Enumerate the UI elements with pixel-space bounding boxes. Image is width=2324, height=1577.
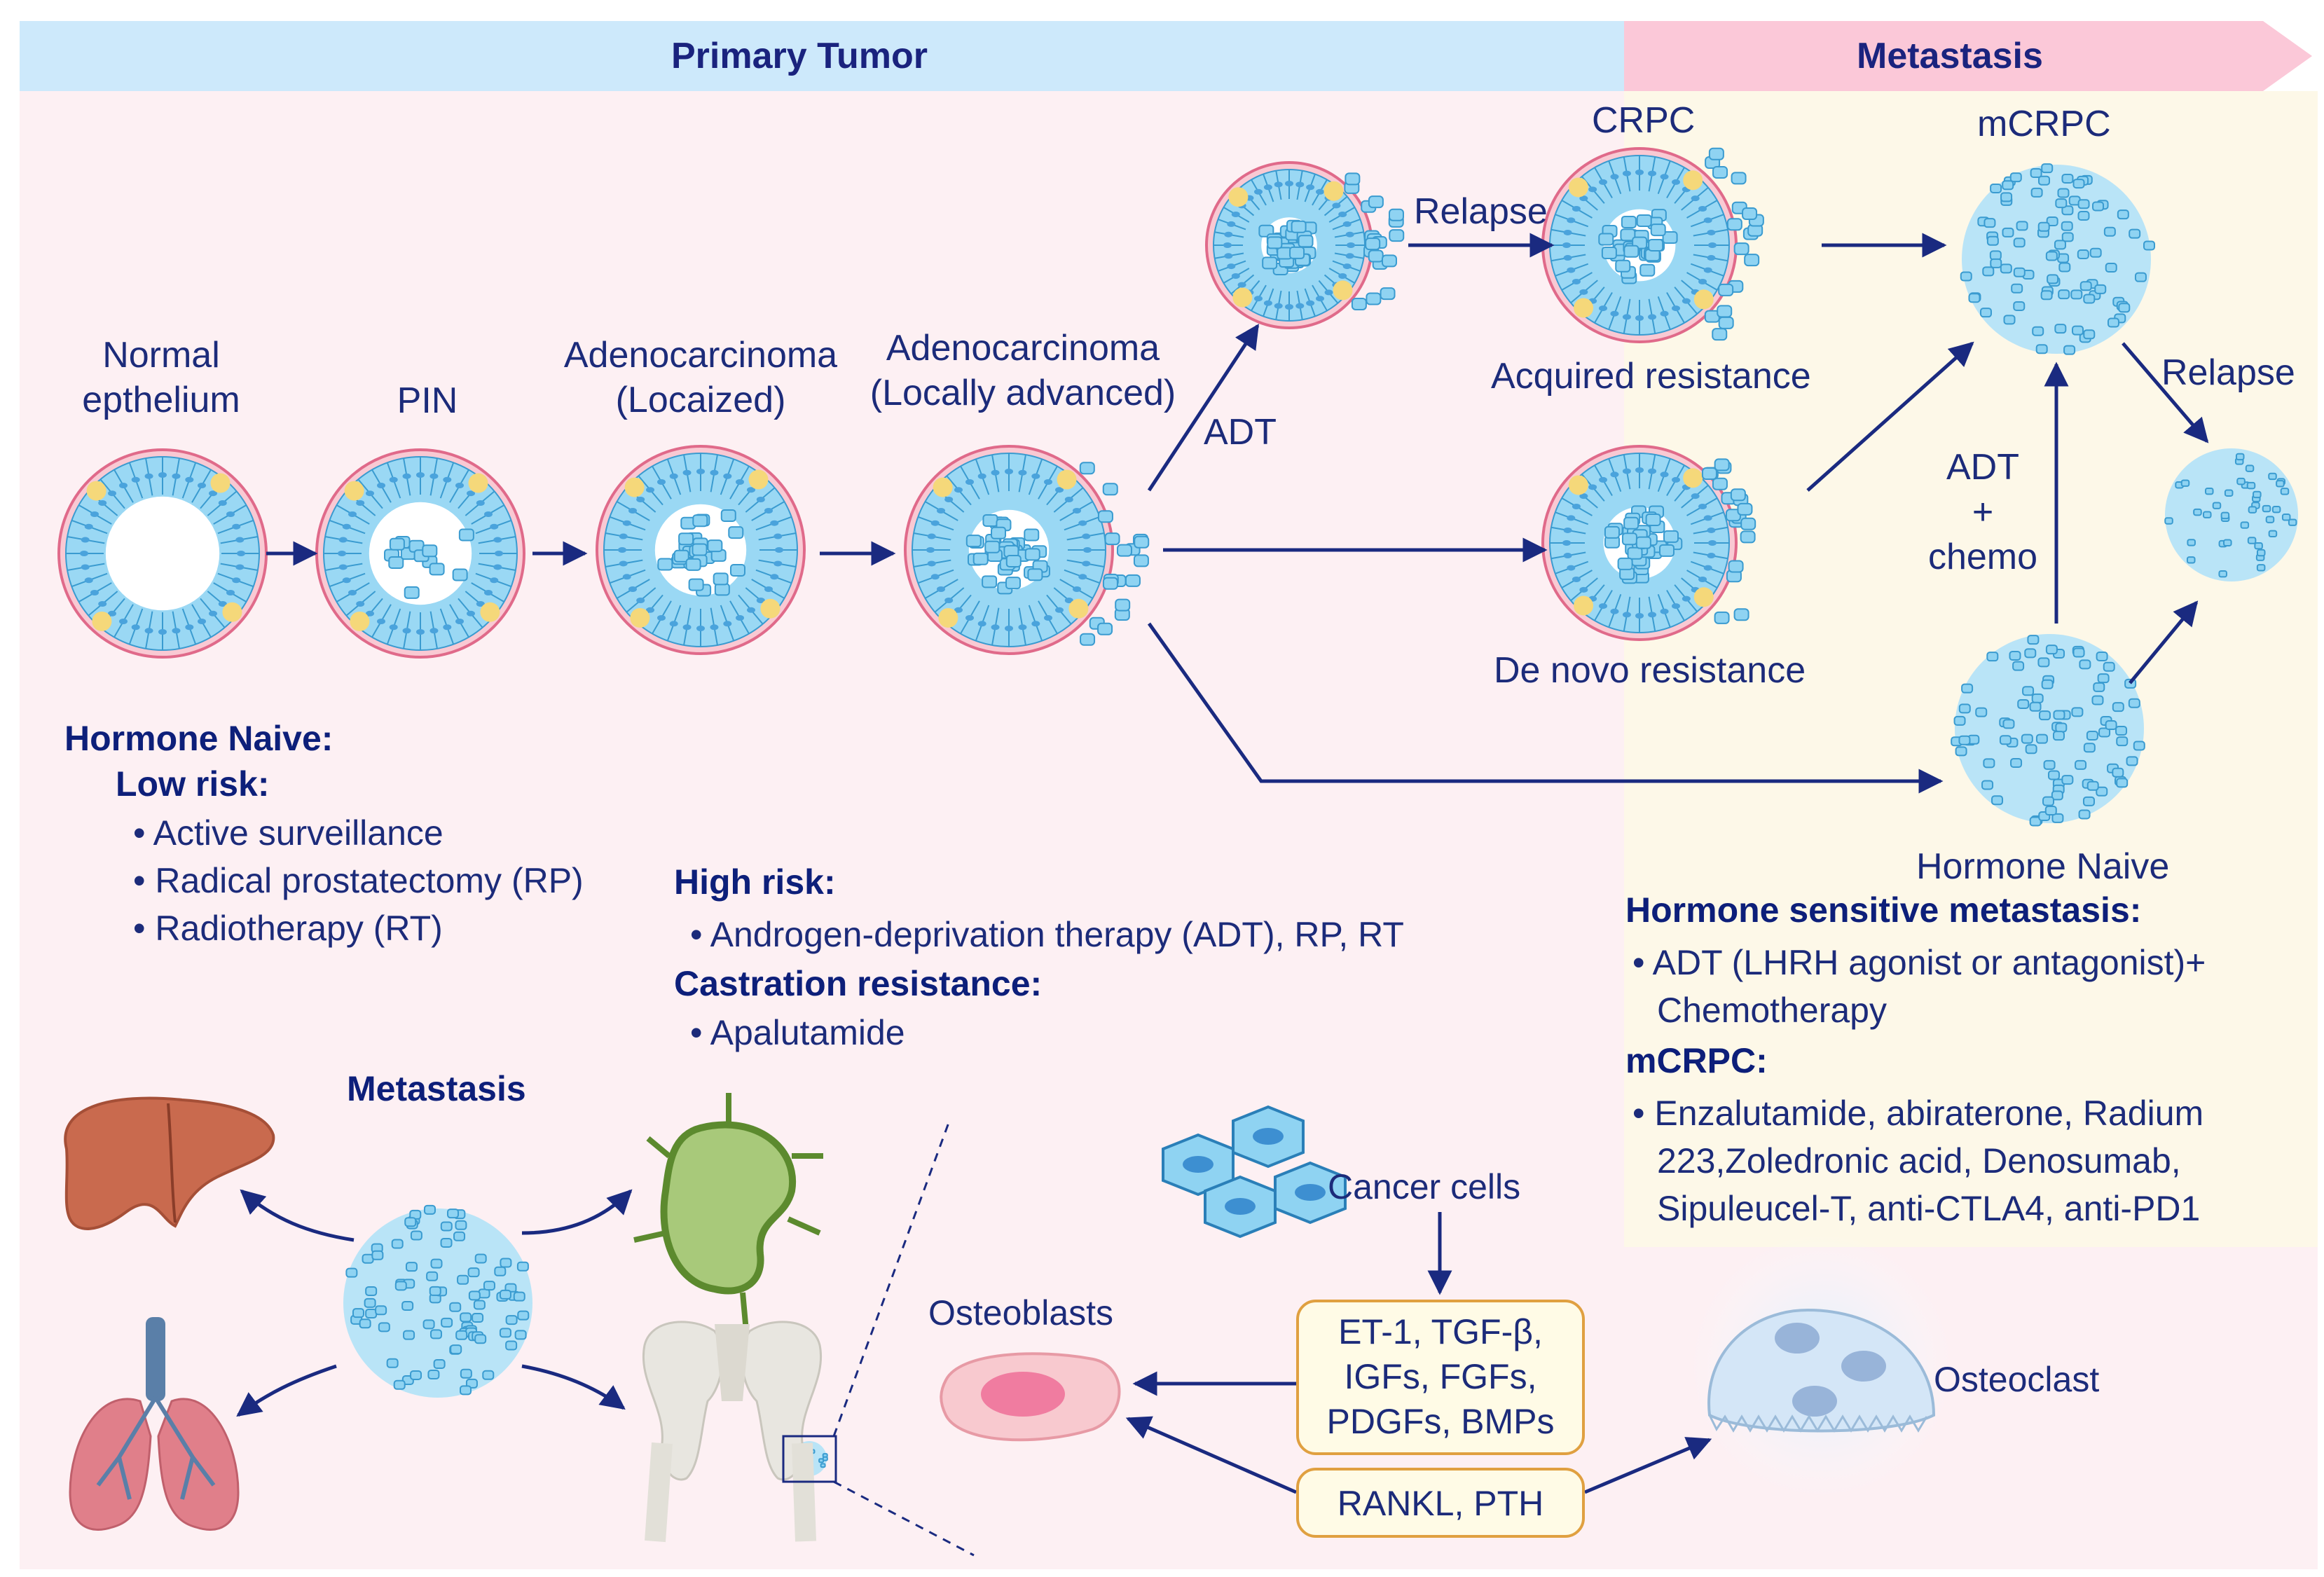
arrow-advanced-to-hormone-naive (1147, 622, 1944, 794)
hsm-item-1-text: ADT (LHRH agonist or antagonist)+ (1652, 943, 2206, 982)
low-risk-item-2-text: Radical prostatectomy (RP) (155, 861, 584, 900)
osteoclast-icon (1689, 1233, 1955, 1499)
primary-tumor-banner-label: Primary Tumor (671, 36, 928, 76)
heading-high-risk: High risk: (674, 862, 836, 902)
arrow-advanced-to-adt (1147, 324, 1260, 492)
cancer-cells-icon (1162, 1105, 1347, 1239)
arrow-rankl-to-osteoblast (1125, 1416, 1298, 1494)
heading-mcrpc-treatment: mCRPC: (1625, 1041, 1768, 1080)
castration-item-1-text: Apalutamide (710, 1013, 905, 1052)
low-risk-item-2: • Radical prostatectomy (RP) (133, 861, 584, 900)
low-risk-item-1-text: Active surveillance (153, 813, 444, 853)
lung-icon (69, 1317, 240, 1531)
mcrpc-item-line-3: Sipuleucel-T, anti-CTLA4, anti-PD1 (1657, 1189, 2201, 1228)
high-risk-item-1: • Androgen-deprivation therapy (ADT), RP… (690, 915, 1404, 954)
factors-box: ET-1, TGF-β, IGFs, FGFs, PDGFs, BMPs (1296, 1300, 1585, 1455)
organ-arrows (236, 1189, 633, 1417)
label-normal-epithelium: Normal epthelium (56, 333, 266, 422)
metastasis-banner (1624, 21, 2312, 91)
primary-banner (20, 21, 1624, 91)
label-normal-line2: epthelium (82, 380, 240, 420)
cluster-hormone-naive-metastasis (1951, 634, 2145, 827)
zoom-line-bottom (833, 1480, 975, 1557)
tissue-adt-relapse (1205, 161, 1405, 329)
cluster-metastasis-source (343, 1204, 532, 1398)
bone-zoom-box (782, 1435, 837, 1483)
label-acquired-resistance: Acquired resistance (1491, 356, 1811, 397)
pelvis-bone-icon (642, 1321, 822, 1543)
label-adt-chemo-line1: ADT (1946, 447, 2019, 488)
label-adeno-advanced-line1: Adenocarcinoma (886, 328, 1160, 369)
osteoblast-icon (940, 1352, 1121, 1442)
progression-arrows (266, 233, 2209, 794)
label-pin: PIN (397, 380, 458, 421)
mcrpc-item-1-text: Enzalutamide, abiraterone, Radium (1654, 1094, 2204, 1133)
label-osteoclast: Osteoclast (1934, 1360, 2100, 1399)
lymph-node-icon (633, 1093, 823, 1332)
label-osteoblasts: Osteoblasts (928, 1293, 1114, 1332)
tissue-normal-epithelium (57, 448, 268, 659)
cluster-relapse (2164, 448, 2298, 581)
castration-item-1: • Apalutamide (690, 1013, 905, 1052)
factors-line-2: IGFs, FGFs, (1344, 1357, 1537, 1396)
tissue-pin (315, 448, 525, 659)
heading-castration-resistance: Castration resistance: (674, 964, 1043, 1003)
label-adeno-localized-line2: (Locaized) (615, 380, 786, 420)
label-adeno-localized: Adenocarcinoma (Locaized) (546, 333, 855, 422)
arrow-denovo-to-mcrpc (1806, 341, 1974, 492)
arrow-mcrpc-relapse (2122, 342, 2209, 443)
low-risk-item-1: • Active surveillance (133, 813, 444, 853)
heading-hormone-naive: Hormone Naive: (64, 719, 334, 758)
label-crpc: CRPC (1592, 100, 1696, 141)
arrow-to-liver (240, 1189, 355, 1242)
liver-icon (64, 1096, 275, 1230)
arrow-to-lung (236, 1364, 337, 1417)
factors-line-1: ET-1, TGF-β, (1338, 1312, 1543, 1351)
label-metastasis-organs: Metastasis (347, 1069, 526, 1108)
arrow-hormone-naive-to-relapse (2129, 600, 2199, 684)
zoom-line-top (832, 1120, 951, 1437)
label-de-novo-resistance: De novo resistance (1494, 650, 1806, 691)
arrow-rankl-to-osteoclast (1584, 1437, 1712, 1494)
arrow-to-bone (521, 1364, 626, 1410)
cluster-mcrpc (1960, 163, 2156, 355)
tissue-de-novo (1541, 445, 1756, 641)
label-adt: ADT (1204, 412, 1277, 453)
tissue-adeno-advanced (904, 445, 1150, 655)
label-relapse-top: Relapse (1414, 191, 1548, 232)
label-adeno-advanced: Adenocarcinoma (Locally advanced) (855, 326, 1191, 415)
label-cancer-cells: Cancer cells (1328, 1167, 1521, 1206)
heading-low-risk: Low risk: (116, 764, 270, 804)
label-hormone-naive: Hormone Naive (1916, 846, 2170, 887)
label-adeno-advanced-line2: (Locally advanced) (869, 373, 1176, 413)
bone-panel-arrows (1125, 1212, 1712, 1494)
label-adt-chemo-line2: + (1972, 492, 1994, 532)
label-normal-line1: Normal (102, 335, 220, 376)
factors-line-3: PDGFs, BMPs (1326, 1402, 1555, 1441)
tissue-crpc (1541, 147, 1764, 343)
rankl-pth-box: RANKL, PTH (1296, 1468, 1585, 1538)
metastasis-banner-label: Metastasis (1857, 36, 2043, 76)
label-adeno-localized-line1: Adenocarcinoma (563, 335, 838, 376)
mcrpc-item-line-2: 223,Zoledronic acid, Denosumab, (1657, 1141, 2181, 1180)
high-risk-item-1-text: Androgen-deprivation therapy (ADT), RP, … (710, 915, 1404, 954)
hsm-item-1: • ADT (LHRH agonist or antagonist)+ (1632, 943, 2206, 982)
arrow-to-lymph (521, 1189, 633, 1235)
label-mcrpc: mCRPC (1977, 104, 2111, 144)
label-relapse-right: Relapse (2161, 352, 2295, 393)
low-risk-item-3: • Radiotherapy (RT) (133, 909, 443, 948)
hsm-item-1-continued: Chemotherapy (1657, 991, 1887, 1030)
label-adt-chemo: ADT + chemo (1916, 445, 2049, 579)
mcrpc-item-1: • Enzalutamide, abiraterone, Radium (1632, 1094, 2204, 1133)
label-adt-chemo-line3: chemo (1927, 537, 2038, 577)
low-risk-item-3-text: Radiotherapy (RT) (155, 909, 443, 948)
heading-hormone-sensitive-metastasis: Hormone sensitive metastasis: (1625, 890, 2142, 930)
tissue-adeno-localized (596, 445, 806, 655)
